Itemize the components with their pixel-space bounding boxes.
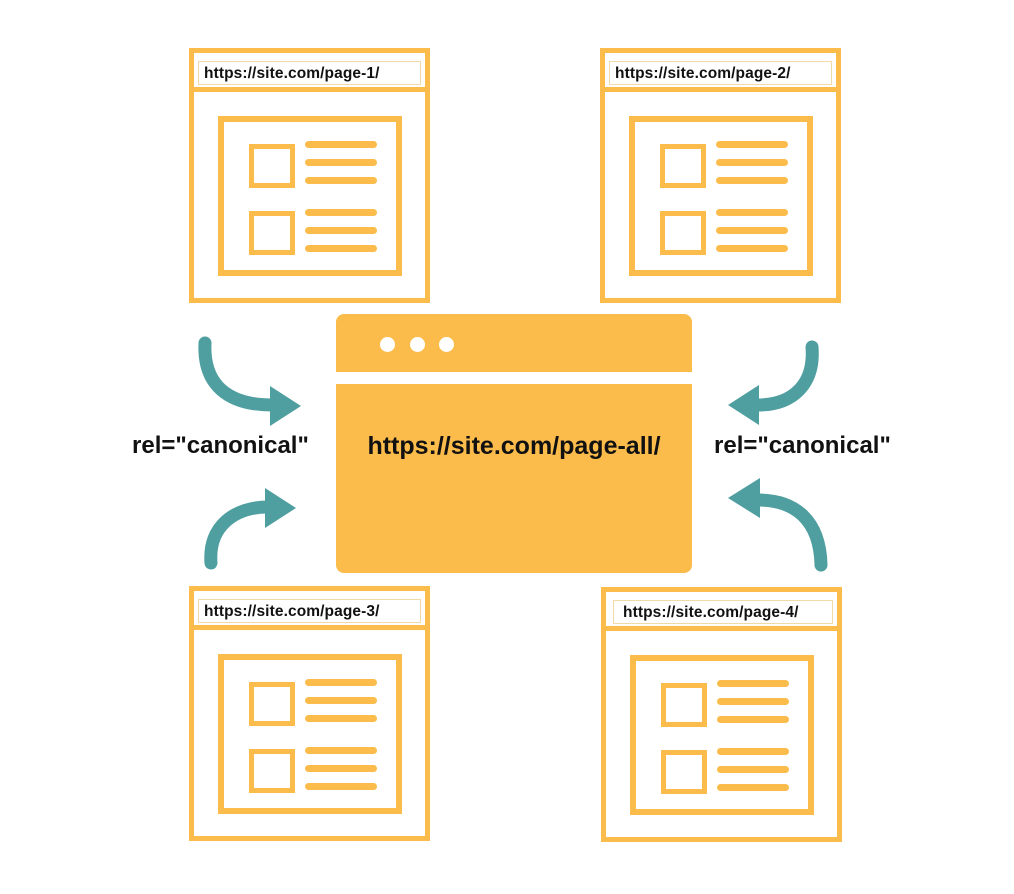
thumbnail-icon: [249, 749, 295, 793]
text-line: [716, 245, 788, 252]
arrow-top-left-icon: [198, 336, 279, 412]
text-line: [717, 716, 789, 723]
arrowhead-top-right-icon: [728, 385, 759, 425]
canonical-url: https://site.com/page-all/: [367, 432, 661, 460]
text-line: [305, 227, 377, 234]
arrowhead-bottom-left-icon: [265, 488, 296, 528]
page-2-url-bar: https://site.com/page-2/: [605, 53, 836, 92]
page-4-url-bar: https://site.com/page-4/: [606, 592, 837, 631]
text-line: [717, 748, 789, 755]
text-line: [305, 679, 377, 686]
text-line: [305, 747, 377, 754]
text-line: [305, 245, 377, 252]
page-1-url-field: https://site.com/page-1/: [198, 61, 421, 85]
page-2-url: https://site.com/page-2/: [615, 65, 791, 82]
text-line: [717, 784, 789, 791]
rel-canonical-label-left: rel="canonical": [132, 432, 309, 459]
window-dot-icon: [439, 337, 454, 352]
canonical-page-window: https://site.com/page-all/: [336, 314, 692, 573]
page-4-url: https://site.com/page-4/: [623, 604, 799, 621]
thumbnail-icon: [660, 144, 706, 188]
text-line: [716, 177, 788, 184]
page-2-content: [629, 116, 813, 276]
arrow-bottom-left-icon: [204, 500, 275, 570]
thumbnail-icon: [249, 144, 295, 188]
text-line: [716, 141, 788, 148]
text-line: [305, 697, 377, 704]
thumbnail-icon: [249, 682, 295, 726]
page-4-url-field: https://site.com/page-4/: [613, 600, 833, 624]
page-3-url-field: https://site.com/page-3/: [198, 599, 421, 623]
page-4-window: https://site.com/page-4/: [601, 587, 842, 842]
text-line: [305, 141, 377, 148]
text-line: [717, 680, 789, 687]
page-3-url: https://site.com/page-3/: [204, 603, 380, 620]
text-line: [717, 766, 789, 773]
text-line: [305, 159, 377, 166]
thumbnail-icon: [660, 211, 706, 255]
page-3-window: https://site.com/page-3/: [189, 586, 430, 841]
page-1-url-bar: https://site.com/page-1/: [194, 53, 425, 92]
text-line: [716, 209, 788, 216]
page-4-content: [630, 655, 814, 815]
window-dot-icon: [410, 337, 425, 352]
text-line: [305, 783, 377, 790]
thumbnail-icon: [661, 750, 707, 794]
page-3-content: [218, 654, 402, 814]
window-dot-icon: [380, 337, 395, 352]
page-2-url-field: https://site.com/page-2/: [609, 61, 832, 85]
text-line: [716, 227, 788, 234]
thumbnail-icon: [661, 683, 707, 727]
arrow-top-right-icon: [751, 340, 819, 412]
window-header-divider: [336, 372, 692, 384]
arrow-bottom-right-icon: [751, 493, 828, 572]
page-1-window: https://site.com/page-1/: [189, 48, 430, 303]
page-2-window: https://site.com/page-2/: [600, 48, 841, 303]
text-line: [716, 159, 788, 166]
rel-canonical-label-right: rel="canonical": [714, 432, 891, 459]
page-1-content: [218, 116, 402, 276]
thumbnail-icon: [249, 211, 295, 255]
arrowhead-top-left-icon: [270, 386, 301, 426]
text-line: [305, 177, 377, 184]
text-line: [305, 715, 377, 722]
text-line: [305, 209, 377, 216]
page-3-url-bar: https://site.com/page-3/: [194, 591, 425, 630]
text-line: [305, 765, 377, 772]
arrowhead-bottom-right-icon: [728, 478, 760, 518]
text-line: [717, 698, 789, 705]
page-1-url: https://site.com/page-1/: [204, 65, 380, 82]
